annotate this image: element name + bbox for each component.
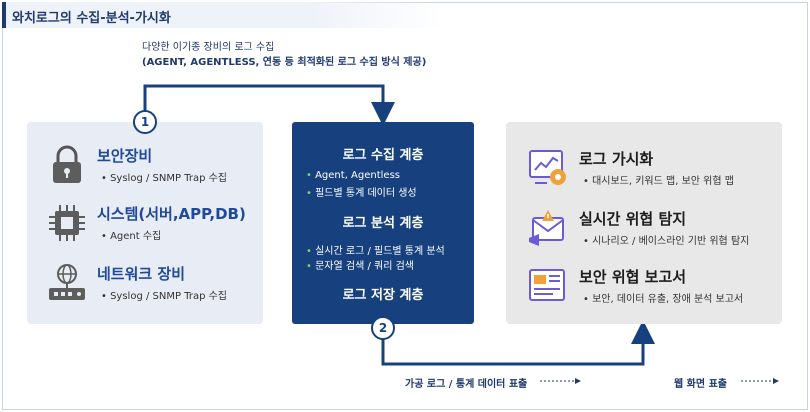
dashboard-icon [529, 150, 566, 185]
collect-line-2: • 필드별 통계 데이터 생성 [306, 188, 417, 199]
source-desc: • Syslog / SNMP Trap 수집 [101, 291, 227, 302]
output-name: 보안 위협 보고서 [579, 268, 687, 286]
step-badge-1: 1 [133, 110, 157, 134]
arrow-collect [143, 84, 395, 126]
top-note-line1: 다양한 이기종 장비의 로그 수집 [142, 42, 275, 53]
bullet-dot: • [306, 170, 312, 181]
title-bar [2, 2, 442, 28]
analyze-line-1: • 실시간 로그 / 필드별 통계 분석 [306, 246, 445, 257]
source-desc: • Syslog / SNMP Trap 수집 [101, 173, 227, 184]
bullet-dot: • [306, 261, 312, 272]
top-note: 다양한 이기종 장비의 로그 수집 (AGENT, AGENTLESS, 연동 … [142, 40, 426, 70]
source-desc: • Agent 수집 [101, 231, 162, 242]
arrow-output [381, 320, 655, 366]
report-icon [529, 269, 565, 301]
output-name: 로그 가시화 [579, 150, 654, 168]
bottom-label-right: 웹 화면 표출 [674, 379, 727, 390]
source-name: 보안장비 [97, 147, 153, 165]
output-name: 실시간 위협 탐지 [579, 210, 687, 228]
source-name: 네트워크 장비 [97, 265, 186, 283]
router-icon [49, 264, 85, 300]
analyze-line-2: • 문자열 검색 / 쿼리 검색 [306, 261, 414, 272]
diagram-title: 와치로그의 수집-분석-가시화 [12, 11, 171, 26]
alert-mail-icon [529, 210, 564, 246]
collect-line-1: • Agent, Agentless [306, 170, 401, 181]
step-badge-2: 2 [371, 316, 395, 340]
output-desc: • 시나리오 / 베이스라인 기반 위협 탐지 [583, 236, 750, 247]
padlock-icon [53, 145, 81, 183]
source-name: 시스템(서버,APP,DB) [97, 205, 246, 223]
title-accent [2, 2, 6, 28]
bottom-label-left: 가공 로그 / 통계 데이터 표출 [405, 379, 528, 390]
output-desc: • 대시보드, 키워드 맵, 보안 위협 맵 [583, 176, 734, 187]
output-desc: • 보안, 데이터 유출, 장애 분석 보고서 [583, 294, 744, 305]
bullet-dot: • [306, 246, 312, 257]
collect-layer-title: 로그 수집 계층 [342, 148, 424, 163]
analyze-layer-title: 로그 분석 계층 [342, 216, 424, 231]
top-note-line2: (AGENT, AGENTLESS, 연동 등 최적화된 로그 수집 방식 제공… [142, 57, 427, 68]
layer-panel: 로그 수집 계층 • Agent, Agentless • 필드별 통계 데이터… [292, 122, 474, 324]
bullet-dot: • [306, 188, 312, 199]
chip-icon [49, 205, 85, 241]
store-layer-title: 로그 저장 계층 [342, 288, 424, 303]
